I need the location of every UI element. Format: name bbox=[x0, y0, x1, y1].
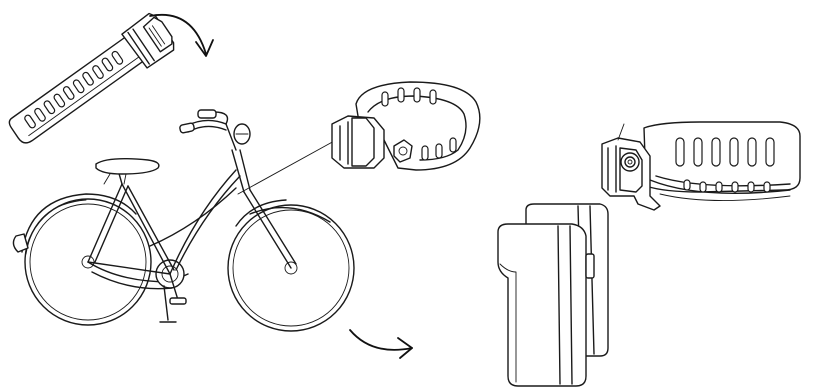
bicycle-icon bbox=[12, 109, 355, 332]
device-icon bbox=[497, 203, 609, 387]
curved-arrow-icon bbox=[149, 14, 214, 57]
strap-mount-detail-icon bbox=[601, 121, 801, 211]
strap-mount-icon bbox=[331, 81, 481, 171]
leader-line bbox=[237, 139, 337, 195]
strap-icon bbox=[8, 12, 175, 144]
curved-arrow-icon bbox=[349, 329, 413, 359]
